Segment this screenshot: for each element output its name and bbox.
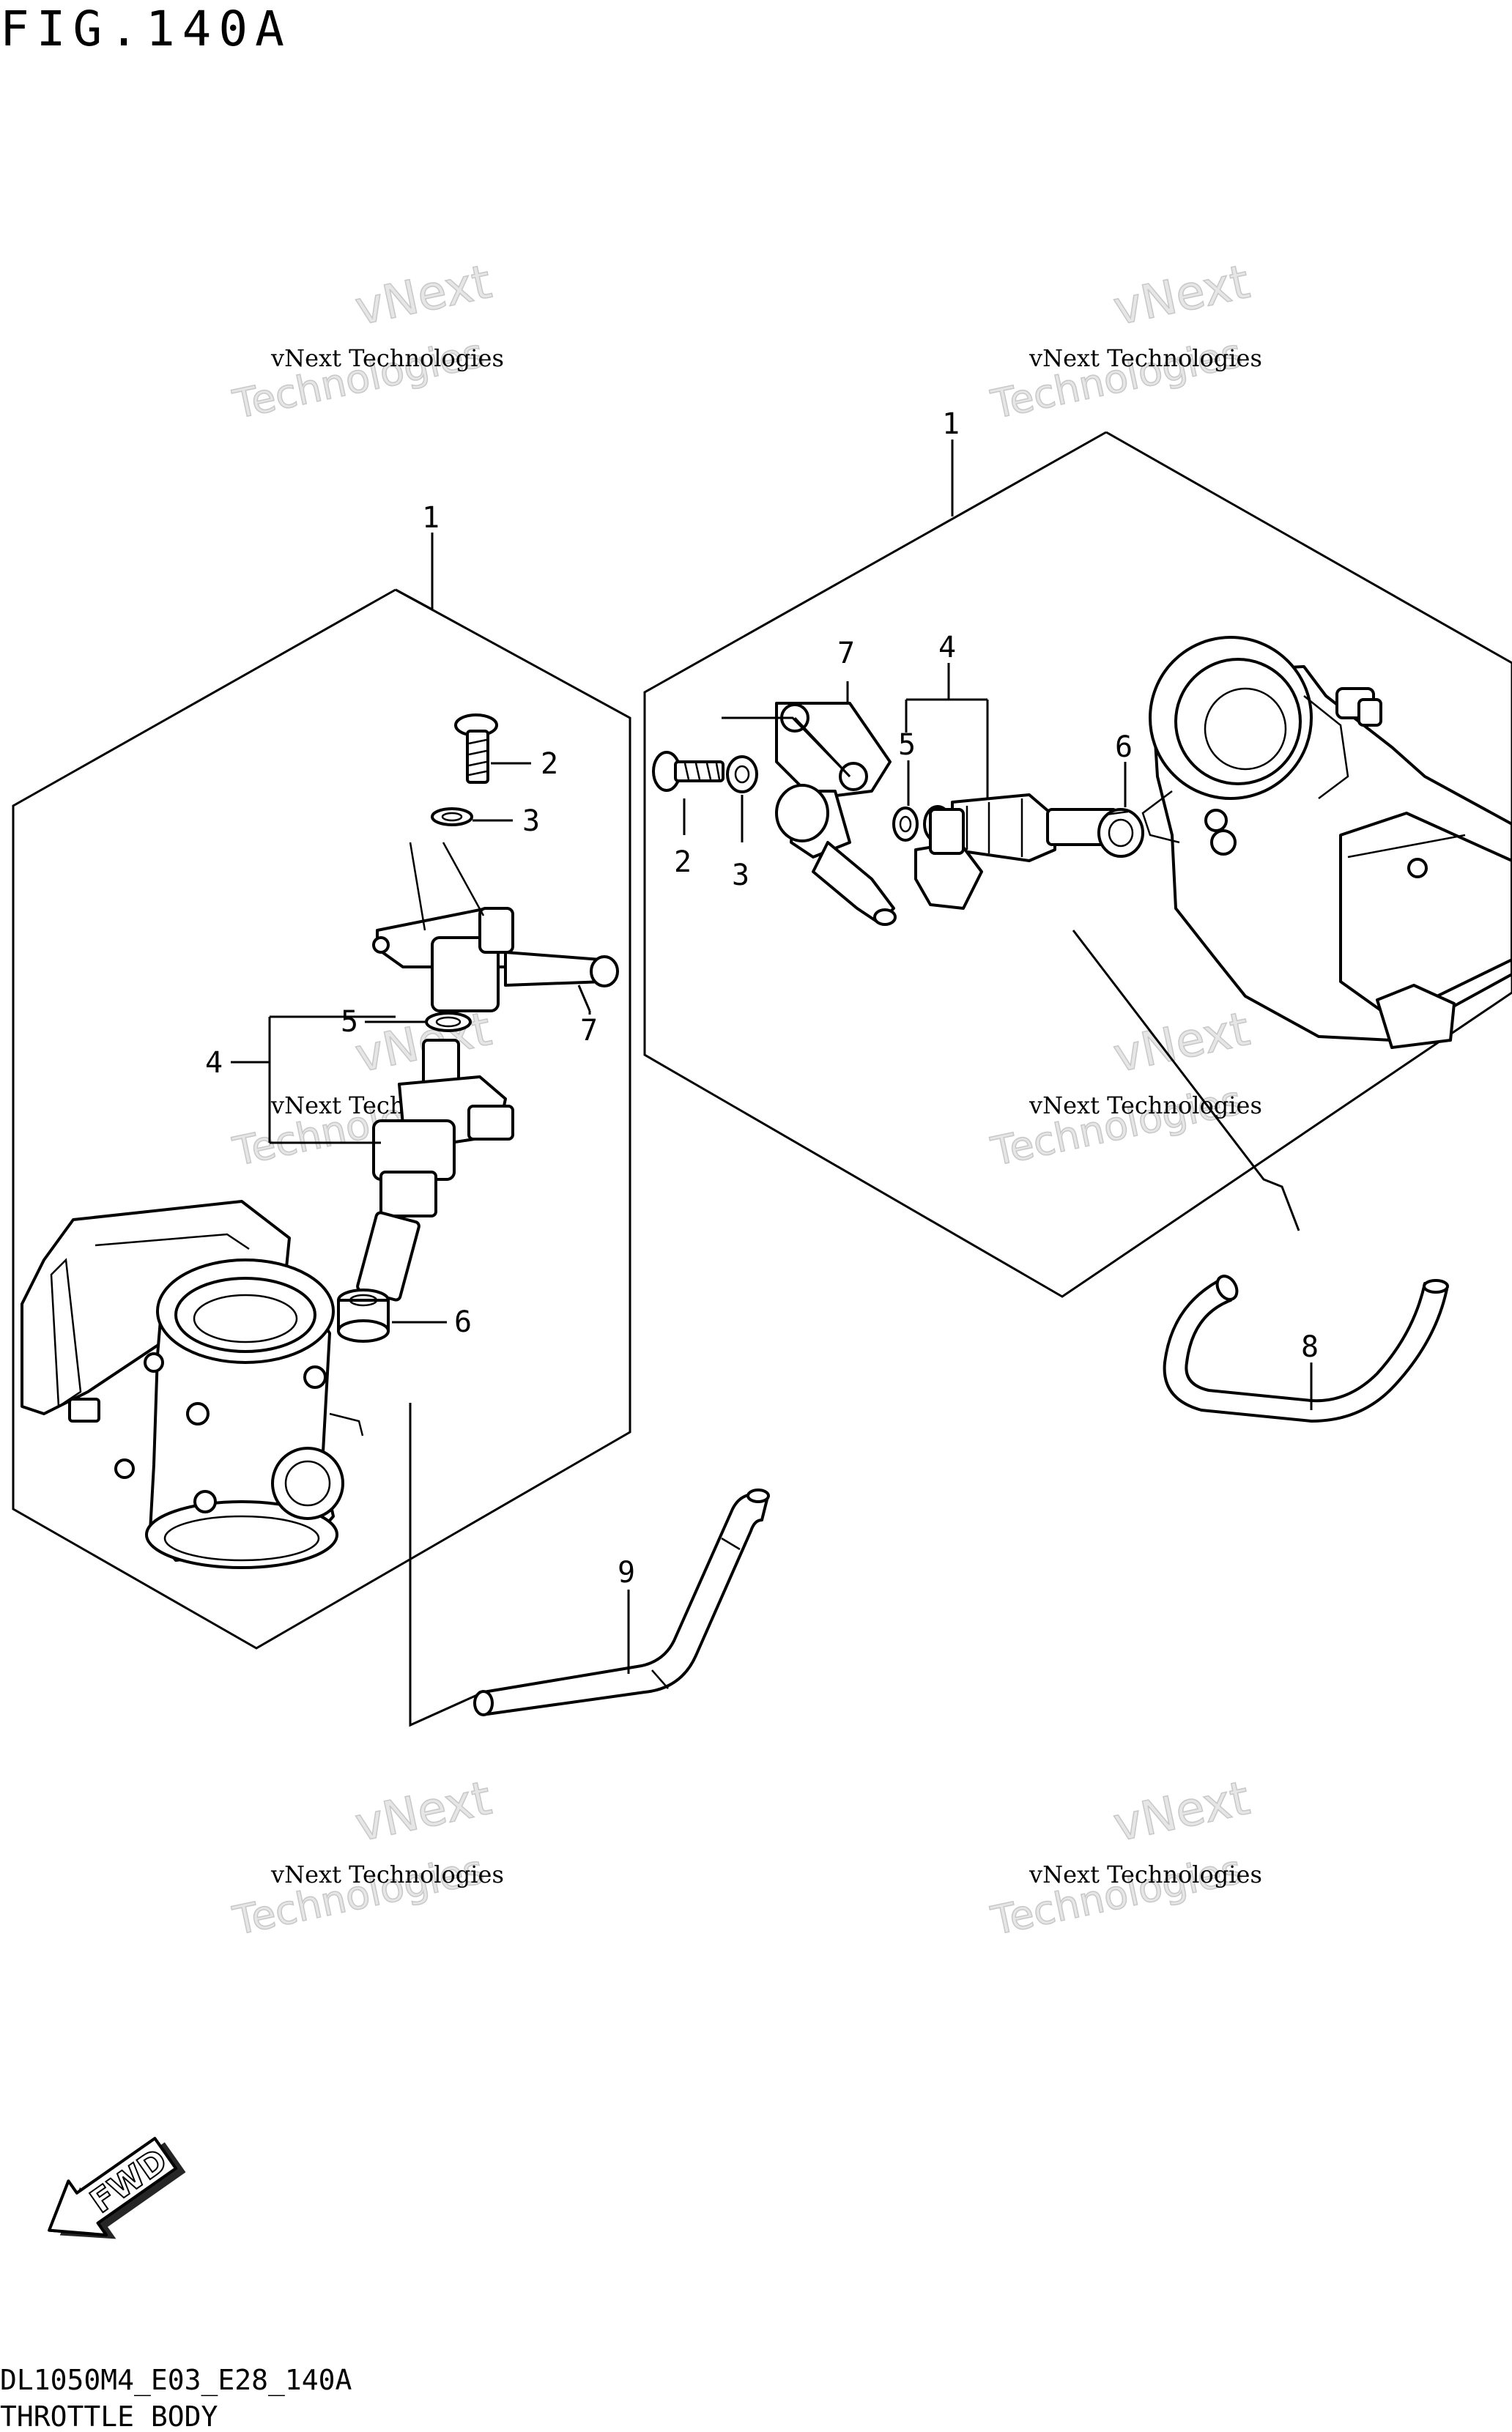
callout-washer-left: 3 xyxy=(522,804,540,838)
svg-text:vNext Technologies: vNext Technologies xyxy=(270,344,504,372)
watermark-1: vNext Technologies vNext Technologies xyxy=(229,254,504,429)
watermark-4: vNext Technologies vNext Technologies xyxy=(987,1001,1262,1176)
pipe-left xyxy=(372,842,619,1012)
callout-pipe-right: 7 xyxy=(837,637,855,670)
callout-oring-right: 5 xyxy=(898,728,916,762)
callout-washer-right: 3 xyxy=(732,859,749,892)
fwd-arrow-icon: FWD xyxy=(48,2137,186,2239)
svg-text:vNext Technologies: vNext Technologies xyxy=(1029,1091,1262,1119)
pipe-right xyxy=(775,702,897,926)
bolt-left xyxy=(454,713,498,784)
callout-cushion-right: 6 xyxy=(1115,730,1133,764)
figure-name: THROTTLE BODY xyxy=(0,2401,218,2432)
washer-left xyxy=(431,807,473,826)
svg-text:vNext Technologies: vNext Technologies xyxy=(1029,1861,1262,1888)
left-assembly: 1 2 3 7 5 xyxy=(12,501,770,1727)
washer-right xyxy=(726,755,758,793)
watermark-2: vNext Technologies vNext Technologies xyxy=(987,254,1262,429)
svg-text:vNext: vNext xyxy=(351,255,496,336)
right-assembly: 1 2 3 7 5 xyxy=(643,407,1512,1423)
svg-text:vNext: vNext xyxy=(1109,1771,1254,1853)
callout-hose-right: 8 xyxy=(1301,1330,1319,1364)
oring-right xyxy=(892,807,919,842)
callout-bolt-left: 2 xyxy=(541,747,558,781)
svg-text:vNext: vNext xyxy=(351,1771,496,1853)
oring-left xyxy=(425,1012,472,1032)
callout-oring-left: 5 xyxy=(341,1005,358,1039)
right-assembly-outline xyxy=(643,431,1512,1298)
injector-left xyxy=(356,1039,514,1302)
svg-text:vNext Technologies: vNext Technologies xyxy=(270,1861,504,1888)
figure-title: FIG.140A xyxy=(0,1,292,57)
hose-left xyxy=(409,1403,770,1727)
throttle-body-right xyxy=(1141,636,1512,1049)
left-assembly-outline xyxy=(12,588,631,1650)
svg-text:vNext Technologies: vNext Technologies xyxy=(1029,344,1262,372)
cushion-right xyxy=(1097,808,1144,858)
callout-hose-left: 9 xyxy=(618,1556,635,1590)
figure-code: DL1050M4_E03_E28_140A xyxy=(0,2364,352,2397)
hose-right xyxy=(1072,930,1449,1423)
callout-left-assembly: 1 xyxy=(422,501,440,535)
injector-right xyxy=(914,793,1119,910)
callout-cushion-left: 6 xyxy=(454,1305,472,1339)
svg-text:vNext: vNext xyxy=(1109,255,1254,336)
callout-right-assembly: 1 xyxy=(942,407,960,441)
callout-pipe-left: 7 xyxy=(580,1014,598,1048)
callout-injector-right: 4 xyxy=(938,631,956,664)
callout-injector-left: 4 xyxy=(205,1046,223,1080)
watermark-6: vNext Technologies vNext Technologies xyxy=(987,1771,1262,1945)
cushion-left xyxy=(337,1289,390,1343)
callout-bolt-right: 2 xyxy=(674,845,692,879)
bolt-right xyxy=(652,751,724,792)
watermark-5: vNext Technologies vNext Technologies xyxy=(229,1771,504,1945)
throttle-body-left xyxy=(21,1200,364,1569)
